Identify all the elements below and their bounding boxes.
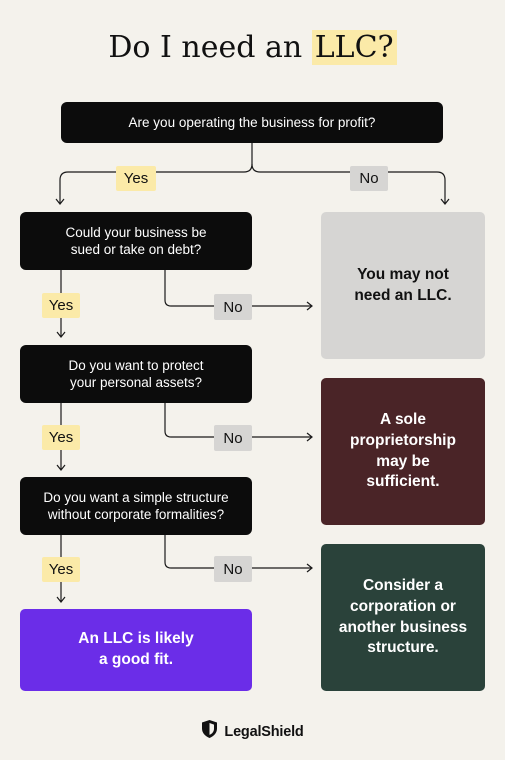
answer-q2-no: No — [214, 294, 252, 320]
result-corporation: Consider a corporation or another busine… — [321, 544, 485, 691]
answer-q1-no: No — [350, 166, 388, 191]
question-q3-text: Do you want to protect your personal ass… — [68, 357, 204, 390]
question-q1-text: Are you operating the business for profi… — [128, 114, 376, 130]
answer-q4-yes: Yes — [42, 557, 80, 582]
title-text: Do I need an — [108, 30, 312, 65]
answer-q4-no: No — [214, 556, 252, 582]
question-q2: Could your business be sued or take on d… — [20, 212, 252, 270]
arrowhead-q3-yes — [56, 464, 66, 471]
brand-name: LegalShield — [224, 723, 304, 740]
title-highlight: LLC? — [311, 30, 397, 65]
result-sole-proprietorship-text: A sole proprietorship may be sufficient. — [350, 410, 456, 491]
result-not-needed: You may not need an LLC. — [321, 212, 485, 359]
result-corporation-text: Consider a corporation or another busine… — [338, 576, 468, 657]
arrowhead-q2-no — [306, 301, 313, 311]
question-q2-text: Could your business be sued or take on d… — [65, 224, 207, 257]
result-not-needed-text: You may not need an LLC. — [354, 265, 452, 304]
arrowhead-q4-no — [306, 563, 313, 573]
brand-logo: LegalShield — [0, 719, 505, 744]
result-llc: An LLC is likely a good fit. — [20, 609, 252, 691]
arrowhead-q3-no — [306, 432, 313, 442]
arrowhead-q4-yes — [56, 596, 66, 603]
result-llc-text: An LLC is likely a good fit. — [78, 630, 194, 668]
connector-q4-no — [164, 535, 311, 569]
question-q3: Do you want to protect your personal ass… — [20, 345, 252, 403]
shield-icon — [201, 719, 218, 744]
question-q4-text: Do you want a simple structure without c… — [43, 489, 229, 522]
result-sole-proprietorship: A sole proprietorship may be sufficient. — [321, 378, 485, 525]
question-q1: Are you operating the business for profi… — [61, 102, 443, 143]
connector-q1-yes — [59, 143, 253, 203]
connector-q1-no — [251, 163, 446, 203]
connector-q2-no — [164, 270, 311, 307]
connector-q3-no — [164, 403, 311, 438]
answer-q1-yes: Yes — [116, 166, 156, 191]
answer-q3-yes: Yes — [42, 425, 80, 450]
answer-q2-yes: Yes — [42, 293, 80, 318]
page-title: Do I need an LLC? — [0, 30, 505, 65]
arrowhead-q2-yes — [56, 331, 66, 338]
arrowhead-q1-no — [440, 198, 450, 205]
arrowhead-q1-yes — [55, 198, 65, 205]
answer-q3-no: No — [214, 425, 252, 451]
question-q4: Do you want a simple structure without c… — [20, 477, 252, 535]
